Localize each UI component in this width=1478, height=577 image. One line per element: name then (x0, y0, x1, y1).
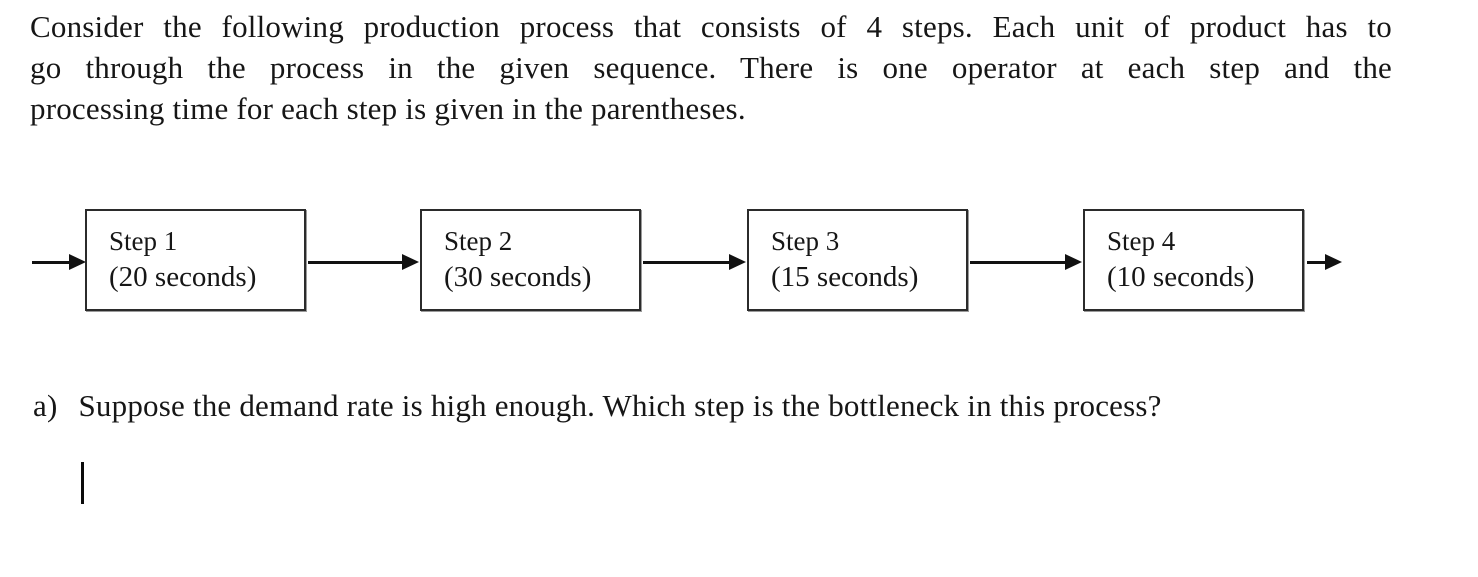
question-a-text: Suppose the demand rate is high enough. … (78, 388, 1162, 423)
paragraph-line-3: processing time for each step is given i… (30, 91, 746, 126)
step-3-time: (15 seconds) (771, 261, 919, 293)
outbound-arrow-head-icon (1325, 254, 1342, 270)
step-4-time: (10 seconds) (1107, 261, 1255, 293)
connector-arrow-1-head-icon (402, 254, 419, 270)
outbound-arrow-shaft (1307, 261, 1327, 264)
question-a: a) Suppose the demand rate is high enough… (33, 385, 1162, 426)
inbound-arrow-shaft (32, 261, 72, 264)
step-box-3: Step 3 (15 seconds) (747, 209, 968, 311)
step-box-4: Step 4 (10 seconds) (1083, 209, 1304, 311)
step-3-name: Step 3 (771, 226, 840, 256)
text-caret (81, 462, 84, 504)
step-2-time: (30 seconds) (444, 261, 592, 293)
question-a-label: a) (33, 388, 58, 423)
step-box-2: Step 2 (30 seconds) (420, 209, 641, 311)
connector-arrow-3-head-icon (1065, 254, 1082, 270)
step-1-name: Step 1 (109, 226, 178, 256)
connector-arrow-2-head-icon (729, 254, 746, 270)
paragraph-line-2: go through the process in the given sequ… (30, 50, 1392, 85)
step-4-name: Step 4 (1107, 226, 1176, 256)
connector-arrow-3-shaft (970, 261, 1067, 264)
paragraph-line-1: Consider the following production proces… (30, 9, 1392, 44)
inbound-arrow-head-icon (69, 254, 86, 270)
intro-paragraph: Consider the following production proces… (30, 6, 1392, 129)
connector-arrow-1-shaft (308, 261, 404, 264)
connector-arrow-2-shaft (643, 261, 731, 264)
step-box-1: Step 1 (20 seconds) (85, 209, 306, 311)
step-1-time: (20 seconds) (109, 261, 257, 293)
step-2-name: Step 2 (444, 226, 513, 256)
